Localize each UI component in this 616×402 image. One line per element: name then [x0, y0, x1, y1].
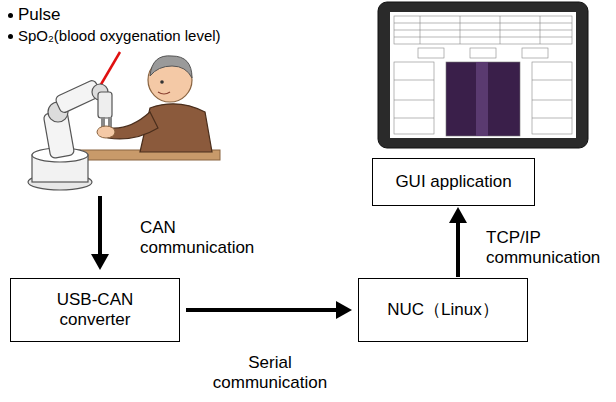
bullet: [8, 13, 13, 18]
edge-label: Serial communication: [210, 353, 330, 394]
connector-line: [186, 308, 338, 312]
process-box: USB-CAN converter: [10, 278, 180, 342]
arrow-head: [336, 301, 352, 319]
bullet: [8, 34, 13, 39]
flow-arrow: [186, 301, 352, 319]
process-box: NUC（Linux）: [358, 278, 528, 342]
box-label: USB-CAN converter: [40, 290, 150, 331]
box-label: NUC（Linux）: [387, 300, 498, 320]
edge-label: TCP/IP communication: [486, 228, 611, 269]
arrow-head: [91, 254, 109, 270]
box-label: GUI application: [395, 172, 511, 192]
measurement-item: SpO₂(blood oxygenation level): [18, 27, 221, 45]
tablet: [378, 2, 588, 148]
flow-arrow: [449, 207, 467, 277]
process-box: GUI application: [372, 158, 535, 206]
measurement-item: Pulse: [18, 5, 61, 25]
person: [97, 56, 212, 152]
link-label: CAN communication: [140, 218, 270, 259]
arrow-head: [449, 207, 467, 223]
connector-line: [456, 221, 460, 277]
can-arrow: [98, 196, 102, 256]
